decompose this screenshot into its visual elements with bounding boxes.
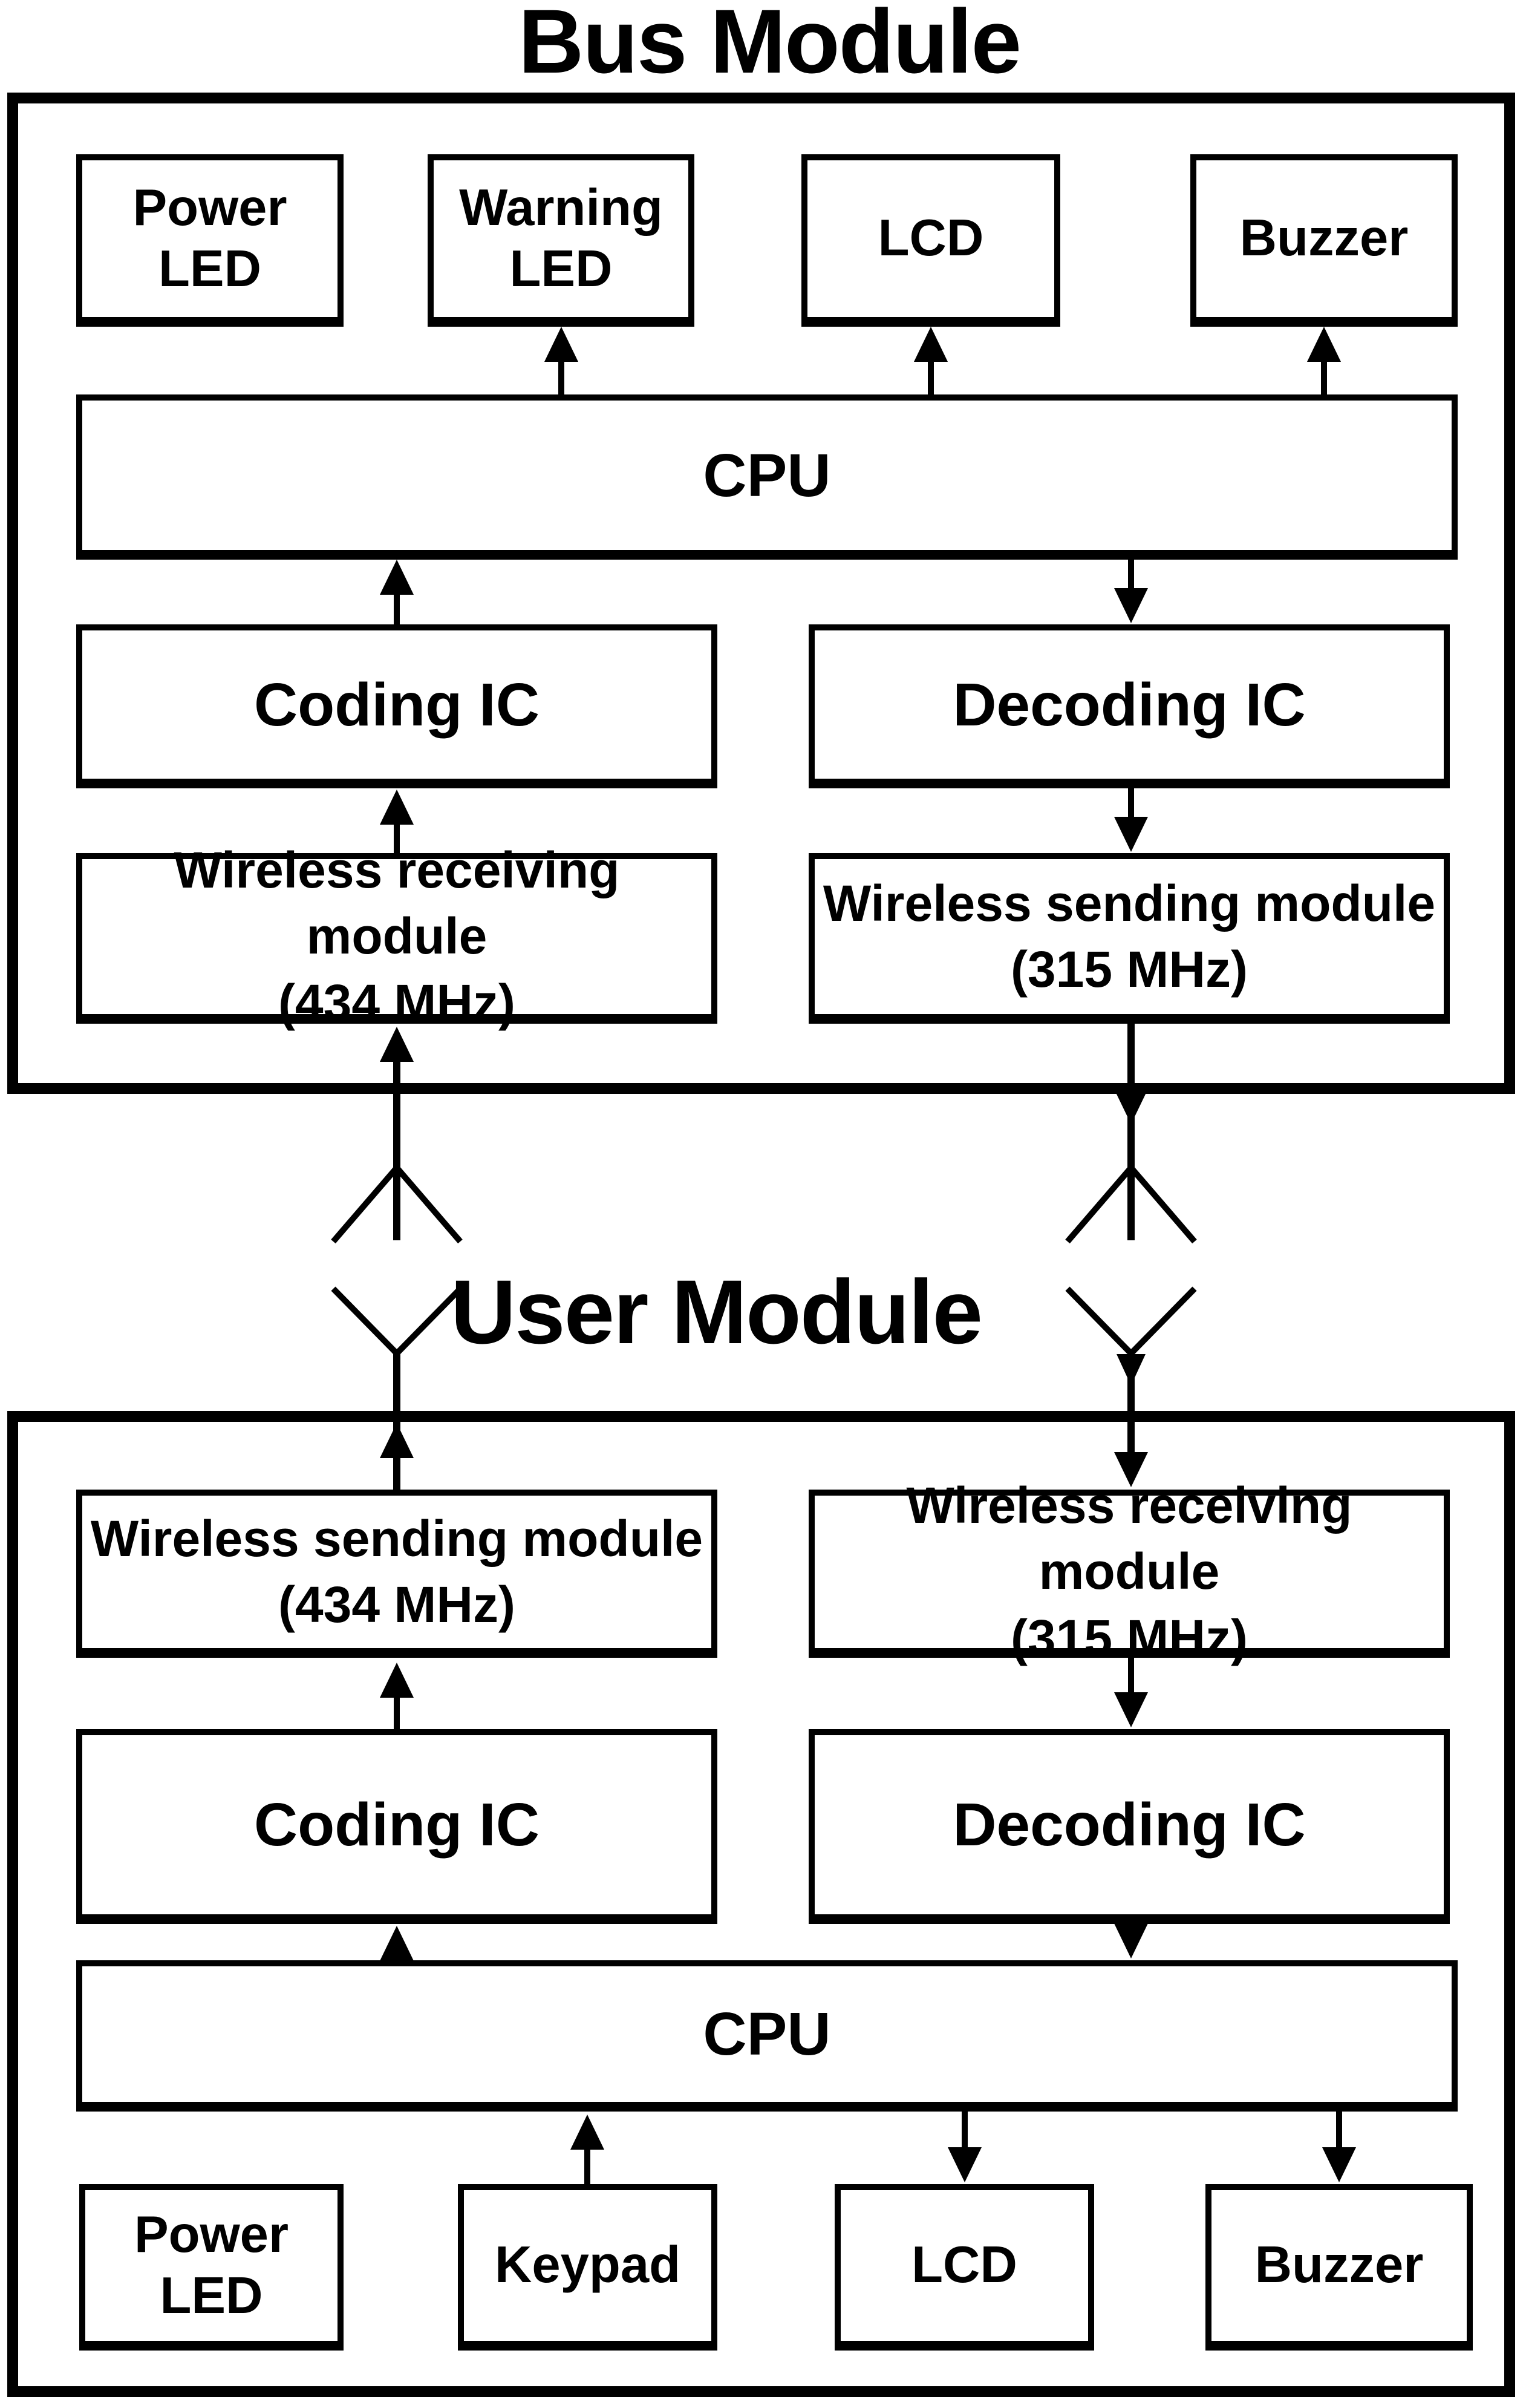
bus-warning-led-box: Warning LED: [428, 154, 694, 327]
user-wireless-sending-freq: (434 MHz): [278, 1576, 516, 1633]
bus-buzzer-box: Buzzer: [1190, 154, 1458, 327]
bus-lcd-box: LCD: [801, 154, 1060, 327]
user-wireless-receiving-box: Wireless receiving module (315 MHz): [809, 1477, 1450, 1666]
bus-wireless-sending-box: Wireless sending module (315 MHz): [809, 853, 1450, 1024]
bus-wireless-sending-label: Wireless sending module: [823, 874, 1436, 932]
user-power-led-label: Power LED: [134, 2206, 289, 2325]
user-wireless-receiving-freq: (315 MHz): [1010, 1609, 1248, 1666]
bus-wireless-receiving-freq: (434 MHz): [278, 973, 516, 1031]
bus-warning-led-label: Warning LED: [459, 179, 663, 298]
user-coding-ic-box: Coding IC: [76, 1729, 717, 1924]
user-cpu-label: CPU: [703, 2000, 831, 2068]
user-buzzer-box: Buzzer: [1205, 2184, 1473, 2351]
user-module-title: User Module: [450, 1261, 983, 1363]
left-upper-antenna-icon: [331, 1165, 463, 1244]
bus-lcd-label: LCD: [878, 209, 984, 267]
bus-wireless-receiving-box: Wireless receiving module (434 MHz): [76, 842, 717, 1031]
bus-coding-ic-box: Coding IC: [76, 624, 717, 788]
user-keypad-label: Keypad: [494, 2236, 681, 2294]
user-wireless-receiving-label: Wireless receiving module: [906, 1477, 1352, 1600]
user-power-led-box: Power LED: [79, 2184, 344, 2351]
bus-coding-ic-label: Coding IC: [253, 670, 540, 739]
bus-wireless-receiving-label: Wireless receiving module: [174, 842, 620, 965]
bus-module-container: [7, 93, 1515, 1094]
bus-power-led-box: Power LED: [76, 154, 344, 327]
user-module-container: [7, 1411, 1515, 2397]
user-wireless-sending-box: Wireless sending module (434 MHz): [76, 1490, 717, 1658]
user-decoding-ic-box: Decoding IC: [809, 1729, 1450, 1924]
bus-buzzer-label: Buzzer: [1239, 209, 1409, 267]
user-wireless-sending-label: Wireless sending module: [90, 1510, 703, 1567]
user-lcd-label: LCD: [911, 2236, 1017, 2294]
bus-wireless-sending-freq: (315 MHz): [1010, 941, 1248, 998]
right-upper-antenna-icon: [1065, 1165, 1197, 1244]
user-cpu-box: CPU: [76, 1960, 1458, 2112]
user-keypad-box: Keypad: [458, 2184, 717, 2351]
user-lcd-box: LCD: [835, 2184, 1094, 2351]
bus-module-title: Bus Module: [518, 0, 1022, 92]
bus-decoding-ic-box: Decoding IC: [809, 624, 1450, 788]
bus-cpu-label: CPU: [703, 441, 831, 509]
user-buzzer-label: Buzzer: [1254, 2236, 1424, 2294]
user-decoding-ic-label: Decoding IC: [953, 1791, 1306, 1859]
bus-decoding-ic-label: Decoding IC: [953, 670, 1306, 739]
bus-cpu-box: CPU: [76, 394, 1458, 560]
user-coding-ic-label: Coding IC: [253, 1791, 540, 1859]
bus-power-led-label: Power LED: [132, 179, 287, 298]
